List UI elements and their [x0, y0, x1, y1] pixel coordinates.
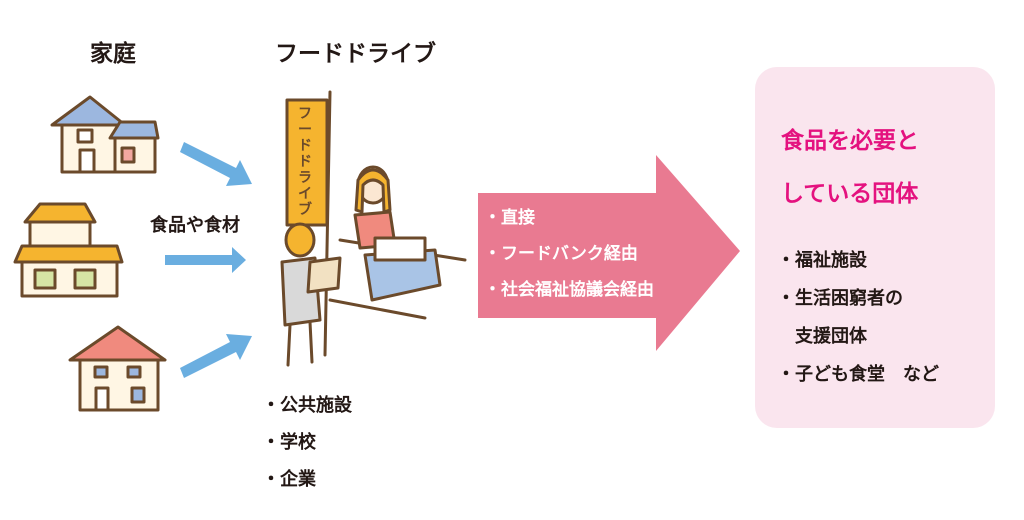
route-list: ・直接 ・フードバンク経由 ・社会福祉協議会経由 [484, 200, 654, 308]
flow-label: 食品や食材 [150, 215, 240, 236]
route-item: ・フードバンク経由 [484, 244, 638, 264]
flow-arrow-icon [165, 142, 252, 378]
big-arrow-icon [478, 155, 740, 351]
home-heading: 家庭 [90, 41, 136, 67]
banner-text: フードドライブ [298, 106, 312, 218]
recipients-box: 食品を必要と している団体 ・福祉施設 ・生活困窮者の 支援団体 ・子ども食堂 … [755, 67, 995, 428]
food-drive-heading: フードドライブ [275, 41, 436, 67]
route-item: ・社会福祉協議会経由 [484, 280, 654, 300]
recipients-list: ・福祉施設 ・生活困窮者の 支援団体 ・子ども食堂 など [777, 242, 939, 394]
title-line: 食品を必要と [781, 128, 919, 154]
food-drive-illustration [280, 90, 467, 367]
food-drive-places: ・公共施設 ・学校 ・企業 [262, 387, 352, 498]
recipient-item: 支援団体 [777, 326, 867, 347]
title-line: している団体 [781, 181, 919, 207]
place-item: ・学校 [262, 432, 316, 453]
route-item: ・直接 [484, 208, 535, 228]
recipient-item: ・子ども食堂 など [777, 364, 939, 385]
house-icon [13, 202, 124, 298]
recipients-title: 食品を必要と している団体 [781, 115, 919, 221]
place-item: ・公共施設 [262, 395, 352, 416]
recipient-item: ・福祉施設 [777, 250, 867, 271]
house-icon [50, 95, 160, 174]
house-icon [68, 325, 167, 412]
place-item: ・企業 [262, 469, 316, 490]
recipient-item: ・生活困窮者の [777, 288, 903, 309]
